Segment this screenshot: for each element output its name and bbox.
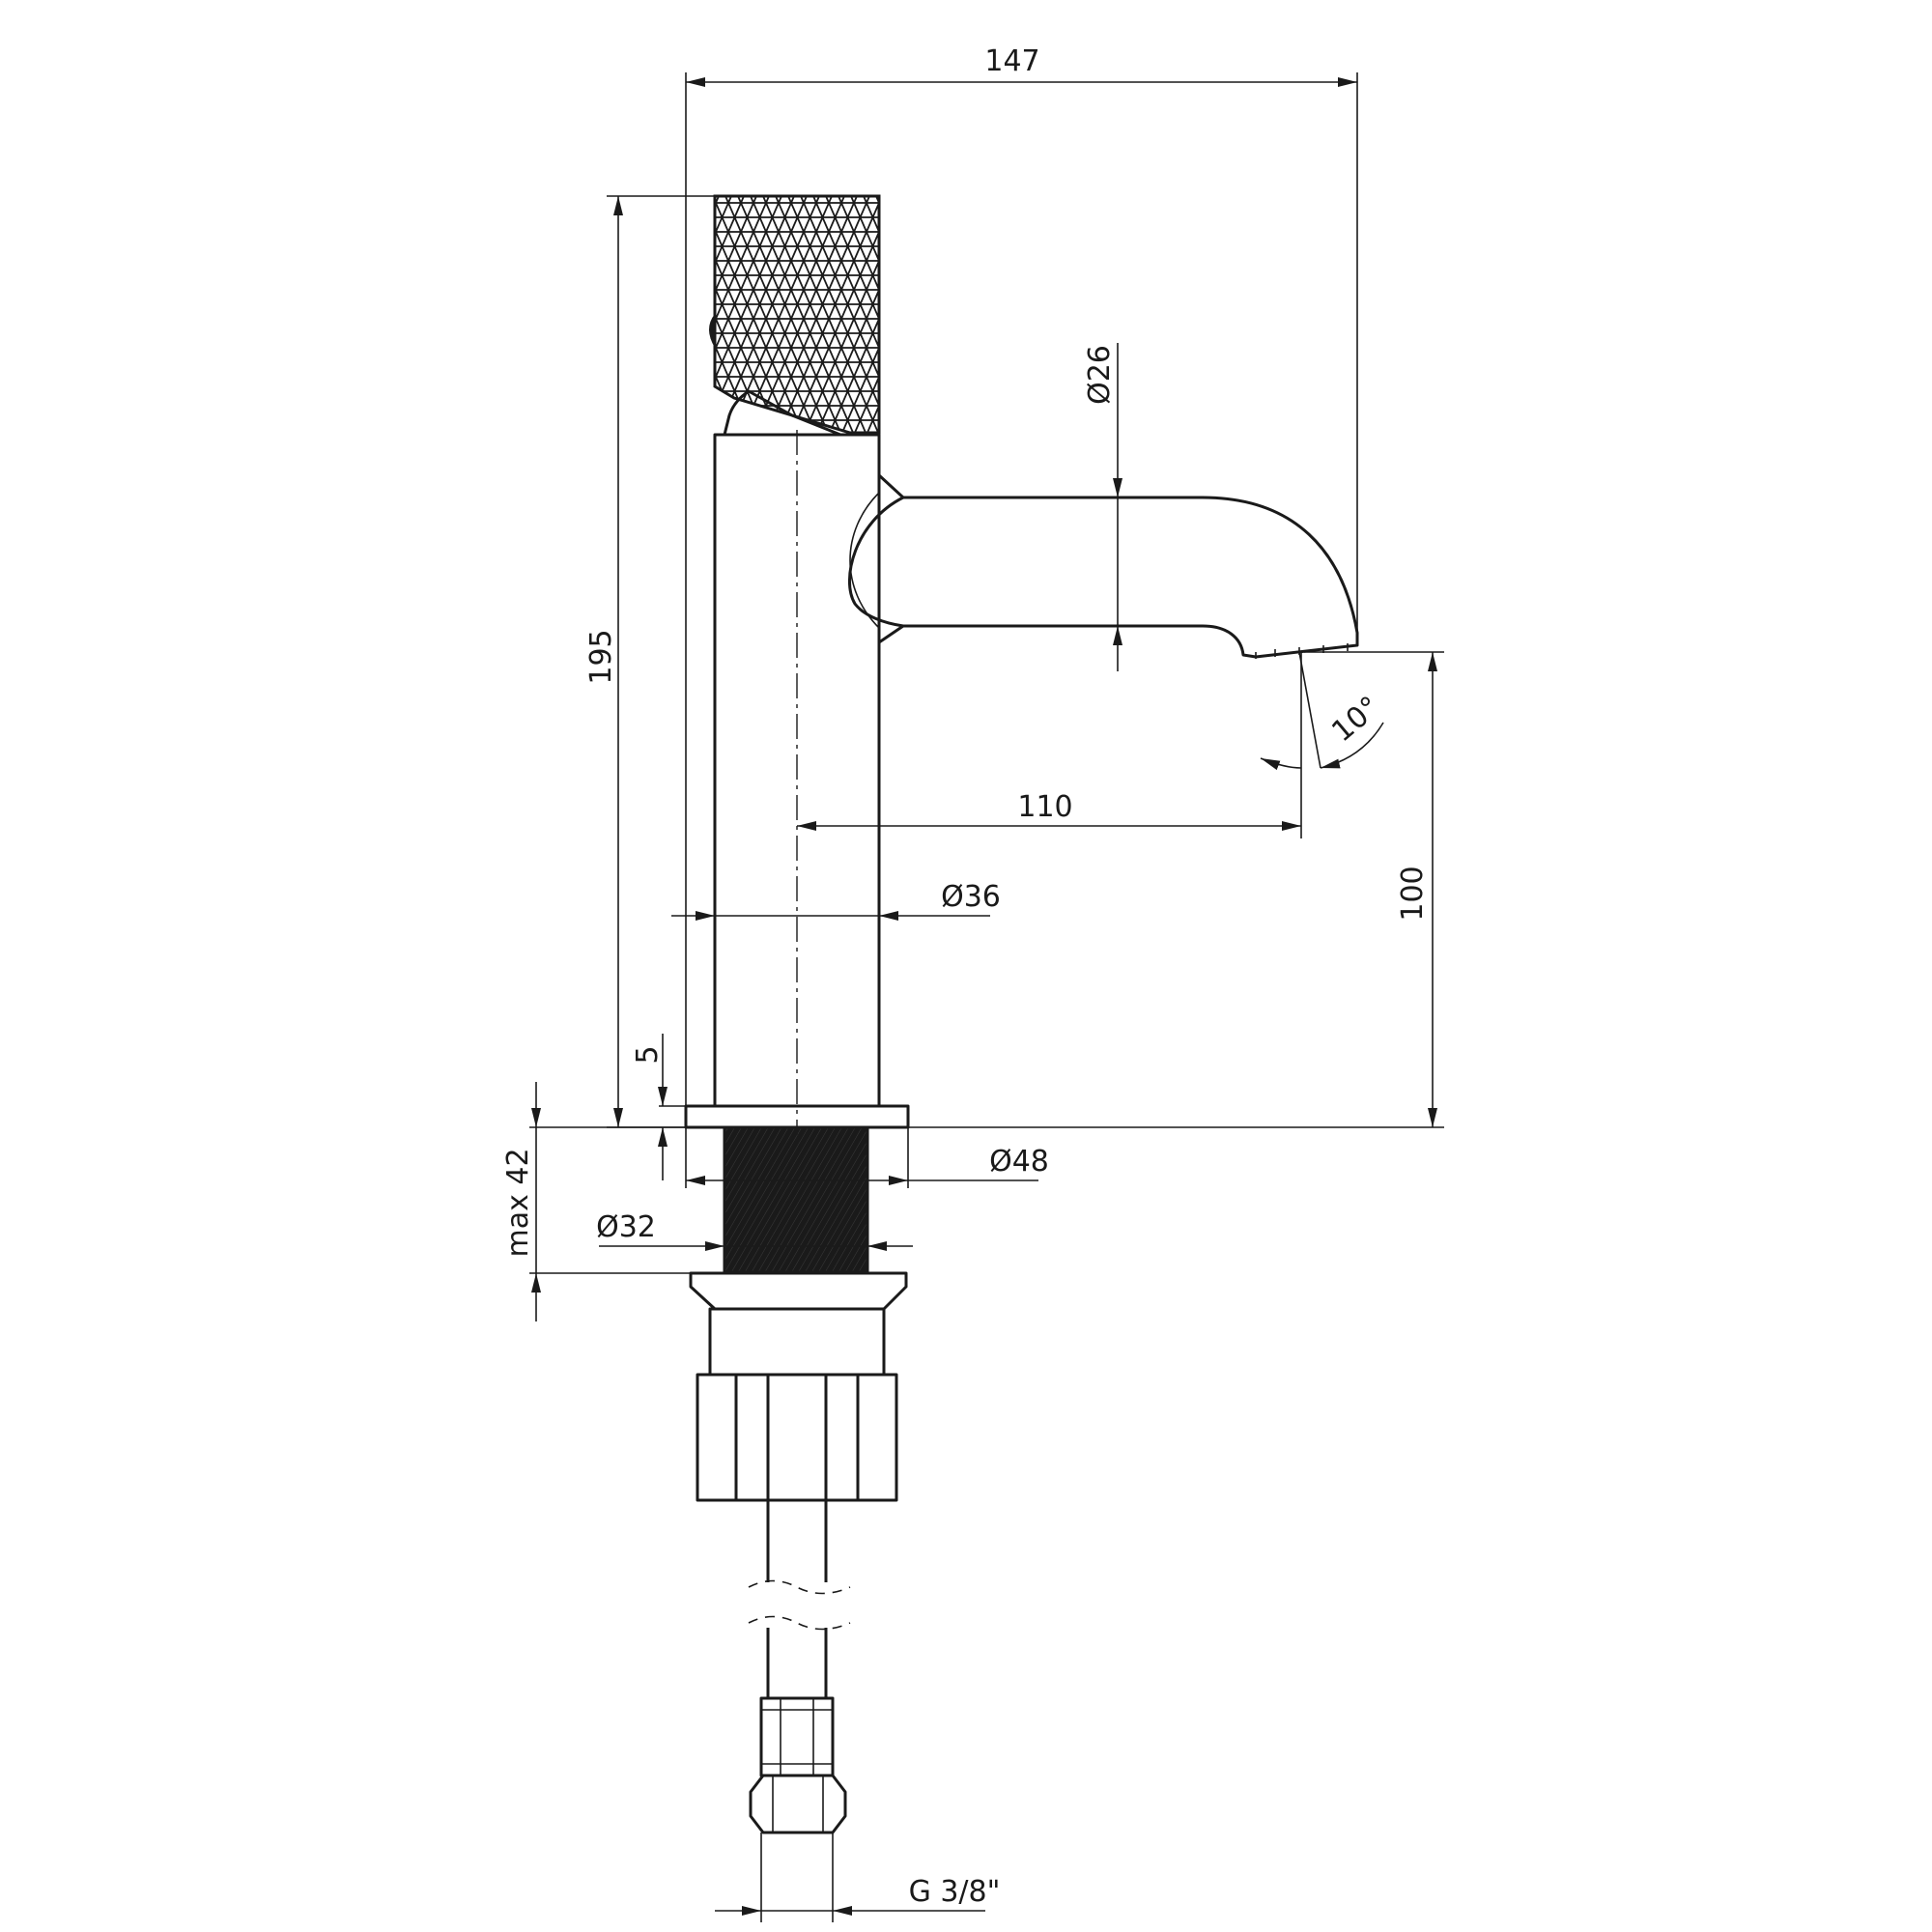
dim-connection-thread-label: G 3/8" <box>909 1875 1001 1909</box>
dim-overall-height-label: 195 <box>584 629 618 684</box>
hose-connector-nut <box>749 1774 847 1834</box>
fixing-washer <box>689 1271 908 1311</box>
dim-spout-reach-label: 110 <box>1017 790 1072 824</box>
dim-body-diameter: Ø36 <box>671 880 1001 921</box>
flexible-hose <box>748 1500 851 1834</box>
knurled-handle <box>709 194 881 435</box>
dim-overall-width: 147 <box>685 44 1358 1106</box>
dim-shank-diameter: Ø32 <box>596 1210 913 1251</box>
nut-body <box>708 1307 886 1377</box>
hose-break-bottom <box>748 1615 851 1631</box>
dim-max-deck-thickness: max 42 <box>501 1082 691 1321</box>
dim-spout-height: 100 <box>908 651 1444 1128</box>
spout-aerator <box>1255 643 1349 659</box>
handle-side-pin <box>709 314 715 348</box>
hose-break-top <box>748 1579 851 1595</box>
spout <box>847 473 1359 659</box>
dim-spout-diameter: Ø26 <box>1083 343 1122 671</box>
dim-overall-height: 195 <box>584 195 715 1128</box>
dim-spout-angle: 10° <box>1260 651 1387 771</box>
dim-base-diameter-label: Ø48 <box>989 1145 1049 1179</box>
dim-overall-width-label: 147 <box>984 44 1039 78</box>
hose-ferrule <box>759 1696 835 1777</box>
dim-base-thickness-label: 5 <box>631 1045 665 1064</box>
handle-outline <box>713 194 881 435</box>
mounting-nut <box>696 1373 898 1502</box>
dim-spout-diameter-label: Ø26 <box>1083 345 1117 405</box>
dim-spout-reach: 110 <box>797 768 1302 838</box>
dim-body-diameter-label: Ø36 <box>941 880 1001 914</box>
dim-max-deck-thickness-label: max 42 <box>501 1148 535 1257</box>
threaded-shank <box>723 1125 869 1274</box>
dim-base-diameter: Ø48 <box>685 1127 1049 1188</box>
dim-shank-diameter-label: Ø32 <box>596 1210 656 1244</box>
mounting-assembly <box>689 1271 908 1502</box>
spout-joint-inner <box>849 492 880 629</box>
dim-base-thickness: 5 <box>631 1034 686 1180</box>
dim-connection-thread: G 3/8" <box>715 1833 1000 1922</box>
spout-joint-curve <box>847 496 904 628</box>
dim-spout-angle-label: 10° <box>1325 690 1386 749</box>
dim-spout-height-label: 100 <box>1396 866 1430 921</box>
